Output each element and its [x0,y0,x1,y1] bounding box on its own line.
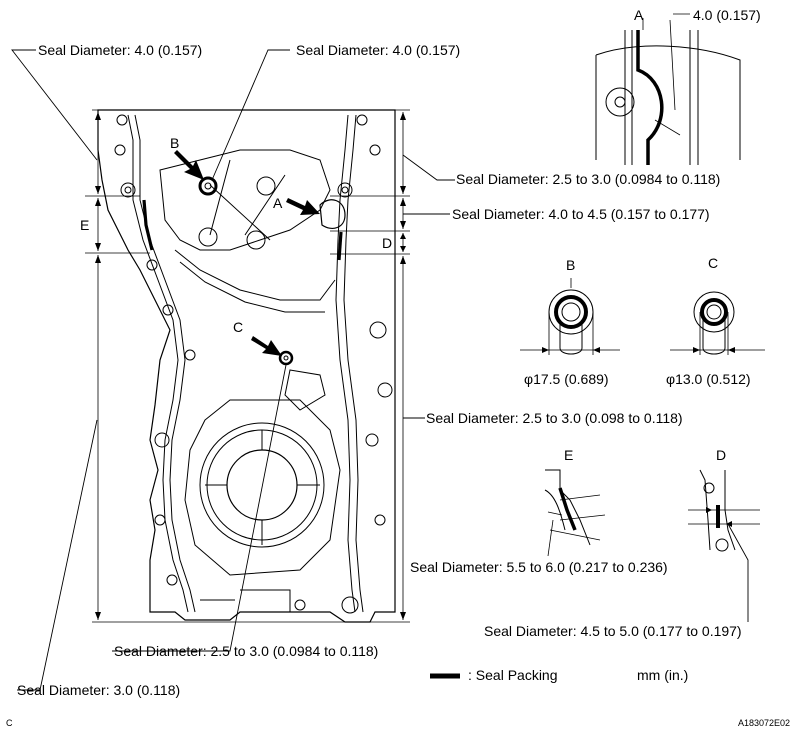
callout-right-upper: Seal Diameter: 2.5 to 3.0 (0.0984 to 0.1… [456,171,720,187]
arrow-a [286,198,320,215]
callout-top-left: Seal Diameter: 4.0 (0.157) [38,42,202,58]
detail-e-drawing [544,469,606,557]
detail-c-drawing [670,291,765,355]
leader-lines [11,49,455,691]
timing-cover-drawing [97,109,396,623]
callout-top-center: Seal Diameter: 4.0 (0.157) [296,42,460,58]
dimension-label-e: E [80,217,89,233]
detail-b-drawing [520,278,620,355]
detail-b-arrows [542,347,600,353]
callout-detail-e: Seal Diameter: 5.5 to 6.0 (0.217 to 0.23… [410,559,668,575]
arrow-label-b: B [170,135,179,151]
callout-bottom-left: Seal Diameter: 3.0 (0.118) [17,682,180,698]
arrow-c [251,336,282,356]
detail-a-letter: A [634,7,644,23]
detail-c-arrows [693,347,735,353]
figure-id: A183072E02 [738,718,790,728]
dimension-lines [85,109,410,623]
detail-b-letter: B [566,257,575,273]
arrow-b [174,150,204,180]
seal-points [198,176,346,366]
callout-detail-d: Seal Diameter: 4.5 to 5.0 (0.177 to 0.19… [484,623,742,639]
detail-d-letter: D [716,447,726,463]
detail-a-dimension: 4.0 (0.157) [693,7,761,23]
detail-c-letter: C [708,255,718,271]
legend-label: : Seal Packing [468,667,558,683]
seal-packing-lines [142,199,343,261]
units-label: mm (in.) [637,667,688,683]
dimension-arrowheads [95,112,406,620]
callout-bottom-center: Seal Diameter: 2.5 to 3.0 (0.0984 to 0.1… [114,643,378,659]
detail-d-drawing [688,469,760,622]
detail-b-diameter: φ17.5 (0.689) [524,371,609,387]
detail-c-diameter: φ13.0 (0.512) [666,371,751,387]
detail-d-arrows [706,507,732,527]
corner-letter: C [6,718,13,728]
detail-e-letter: E [564,447,573,463]
arrow-label-a: A [273,195,283,211]
pointer-arrows [174,150,320,356]
callout-right-mid: Seal Diameter: 2.5 to 3.0 (0.098 to 0.11… [426,410,683,426]
detail-a-drawing [595,13,741,165]
callout-right-d: Seal Diameter: 4.0 to 4.5 (0.157 to 0.17… [452,206,710,222]
dimension-label-d: D [382,235,392,251]
arrow-label-c: C [233,319,243,335]
